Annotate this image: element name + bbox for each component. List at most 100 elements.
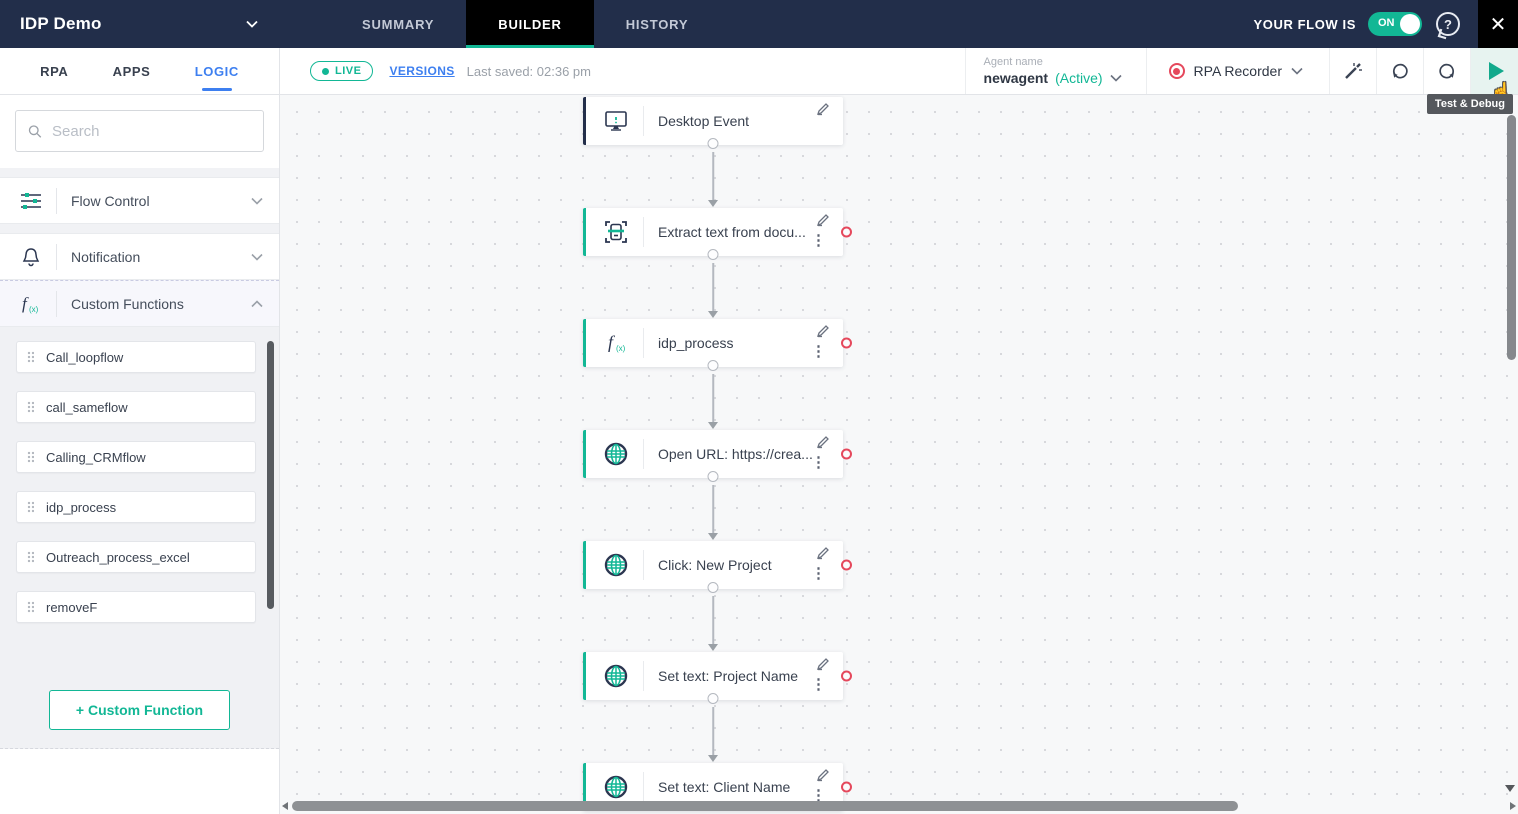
node-label: Set text: Client Name	[658, 779, 791, 795]
arrow-down-icon	[708, 533, 718, 540]
flow-node-card[interactable]: Open URL: https://crea... ⋮	[583, 430, 852, 478]
help-icon[interactable]: ?	[1436, 12, 1460, 36]
scan-document-icon	[599, 218, 633, 246]
horizontal-scroll-thumb[interactable]	[292, 801, 1238, 811]
custom-functions-list: Call_loopflow call_sameflow Calling_CRMf…	[0, 327, 279, 682]
versions-link[interactable]: VERSIONS	[389, 64, 455, 78]
divider	[643, 550, 644, 580]
magic-wand-button[interactable]	[1329, 48, 1376, 94]
vertical-scroll-thumb[interactable]	[1507, 115, 1516, 360]
chevron-down-icon	[1291, 67, 1303, 75]
connector-port[interactable]	[707, 582, 719, 593]
function-name: idp_process	[46, 499, 117, 515]
sidebar-section-custom-functions[interactable]: f(x) Custom Functions	[0, 280, 279, 327]
tab-apps[interactable]: APPS	[112, 63, 151, 79]
flow-node-card[interactable]: Set text: Project Name ⋮	[583, 652, 852, 700]
divider	[643, 661, 644, 691]
toggle-knob	[1400, 14, 1420, 34]
connector-port[interactable]	[707, 693, 719, 704]
flow-name-dropdown[interactable]: IDP Demo	[0, 0, 280, 48]
error-indicator	[841, 226, 852, 238]
kebab-menu-icon[interactable]: ⋮	[811, 454, 826, 471]
drag-handle-icon[interactable]	[27, 551, 34, 563]
horizontal-scrollbar[interactable]	[280, 800, 1518, 812]
svg-text:f: f	[22, 294, 29, 313]
drag-handle-icon[interactable]	[27, 501, 34, 513]
divider	[56, 243, 57, 270]
add-custom-function-button[interactable]: + Custom Function	[48, 690, 231, 730]
error-indicator	[841, 337, 852, 349]
drag-handle-icon[interactable]	[27, 451, 34, 463]
connector-port[interactable]	[707, 471, 719, 482]
sidebar-section-flow-control[interactable]: Flow Control	[0, 177, 279, 224]
search-box[interactable]	[15, 110, 264, 152]
kebab-menu-icon[interactable]: ⋮	[811, 343, 826, 360]
flow-node-card[interactable]: f(x) idp_process ⋮	[583, 319, 852, 367]
undo-button[interactable]	[1376, 48, 1423, 94]
redo-button[interactable]	[1423, 48, 1470, 94]
custom-function-item[interactable]: Calling_CRMflow	[16, 441, 256, 473]
edit-pencil-icon[interactable]	[816, 657, 830, 671]
kebab-menu-icon[interactable]: ⋮	[811, 676, 826, 693]
edit-pencil-icon[interactable]	[816, 324, 830, 338]
live-label: LIVE	[335, 65, 362, 77]
divider	[56, 187, 57, 214]
node-label: Desktop Event	[658, 113, 750, 129]
flow-on-toggle[interactable]: ON	[1368, 12, 1422, 36]
flow-node-card[interactable]: Click: New Project ⋮	[583, 541, 852, 589]
agent-status: (Active)	[1055, 70, 1103, 86]
rpa-recorder-dropdown[interactable]: RPA Recorder	[1145, 48, 1329, 94]
custom-function-item[interactable]: removeF	[16, 591, 256, 623]
function-icon: f(x)	[16, 292, 46, 316]
agent-dropdown[interactable]: Agent name newagent (Active)	[964, 48, 1146, 94]
search-input[interactable]	[52, 122, 251, 140]
kebab-menu-icon[interactable]: ⋮	[811, 565, 826, 582]
tab-builder[interactable]: BUILDER	[466, 0, 595, 48]
section-label: Flow Control	[71, 192, 150, 209]
flow-node-card[interactable]: Desktop Event ⋮	[583, 97, 843, 145]
sidebar-section-notification[interactable]: Notification	[0, 233, 279, 280]
flow-node-card[interactable]: Extract text from docu... ⋮	[583, 208, 852, 256]
connector-port[interactable]	[707, 360, 719, 371]
tab-summary[interactable]: SUMMARY	[362, 16, 435, 32]
function-name: Outreach_process_excel	[46, 549, 190, 565]
node-connector	[706, 360, 720, 430]
flow-canvas[interactable]: Desktop Event ⋮ Extract text from docu..…	[280, 95, 1518, 814]
kebab-menu-icon[interactable]: ⋮	[811, 232, 826, 249]
globe-icon	[599, 663, 633, 689]
custom-function-item[interactable]: call_sameflow	[16, 391, 256, 423]
scroll-down-icon[interactable]	[1505, 785, 1515, 792]
node-label: Set text: Project Name	[658, 668, 799, 684]
edit-pencil-icon[interactable]	[816, 213, 830, 227]
scroll-right-icon[interactable]	[1510, 802, 1516, 810]
custom-function-item[interactable]: idp_process	[16, 491, 256, 523]
globe-icon	[599, 552, 633, 578]
custom-function-item[interactable]: Call_loopflow	[16, 341, 256, 373]
custom-function-item[interactable]: Outreach_process_excel	[16, 541, 256, 573]
section-label: Custom Functions	[71, 295, 184, 312]
drag-handle-icon[interactable]	[27, 351, 34, 363]
tab-logic[interactable]: LOGIC	[191, 50, 243, 93]
test-debug-play-button[interactable]: ☝	[1470, 48, 1518, 101]
logic-sidebar: Flow Control Notification f(x) Custom Fu…	[0, 95, 280, 814]
drag-handle-icon[interactable]	[27, 401, 34, 413]
edit-pencil-icon[interactable]	[816, 435, 830, 449]
close-icon[interactable]: ✕	[1478, 0, 1518, 48]
sidebar-scrollbar[interactable]	[267, 341, 274, 609]
kebab-menu-icon[interactable]: ⋮	[811, 787, 826, 804]
tab-rpa[interactable]: RPA	[40, 63, 69, 79]
scroll-left-icon[interactable]	[282, 802, 288, 810]
function-icon: f(x)	[599, 330, 633, 356]
live-badge: LIVE	[310, 61, 374, 81]
edit-pencil-icon[interactable]	[816, 102, 830, 116]
drag-handle-icon[interactable]	[27, 601, 34, 613]
tab-history[interactable]: HISTORY	[625, 16, 689, 32]
connector-port[interactable]	[707, 249, 719, 260]
edit-pencil-icon[interactable]	[816, 768, 830, 782]
connector-port[interactable]	[707, 138, 719, 149]
flow-status-label: YOUR FLOW IS	[1253, 16, 1356, 32]
play-icon	[1489, 62, 1504, 80]
arrow-down-icon	[708, 644, 718, 651]
arrow-down-icon	[708, 200, 718, 207]
edit-pencil-icon[interactable]	[816, 546, 830, 560]
